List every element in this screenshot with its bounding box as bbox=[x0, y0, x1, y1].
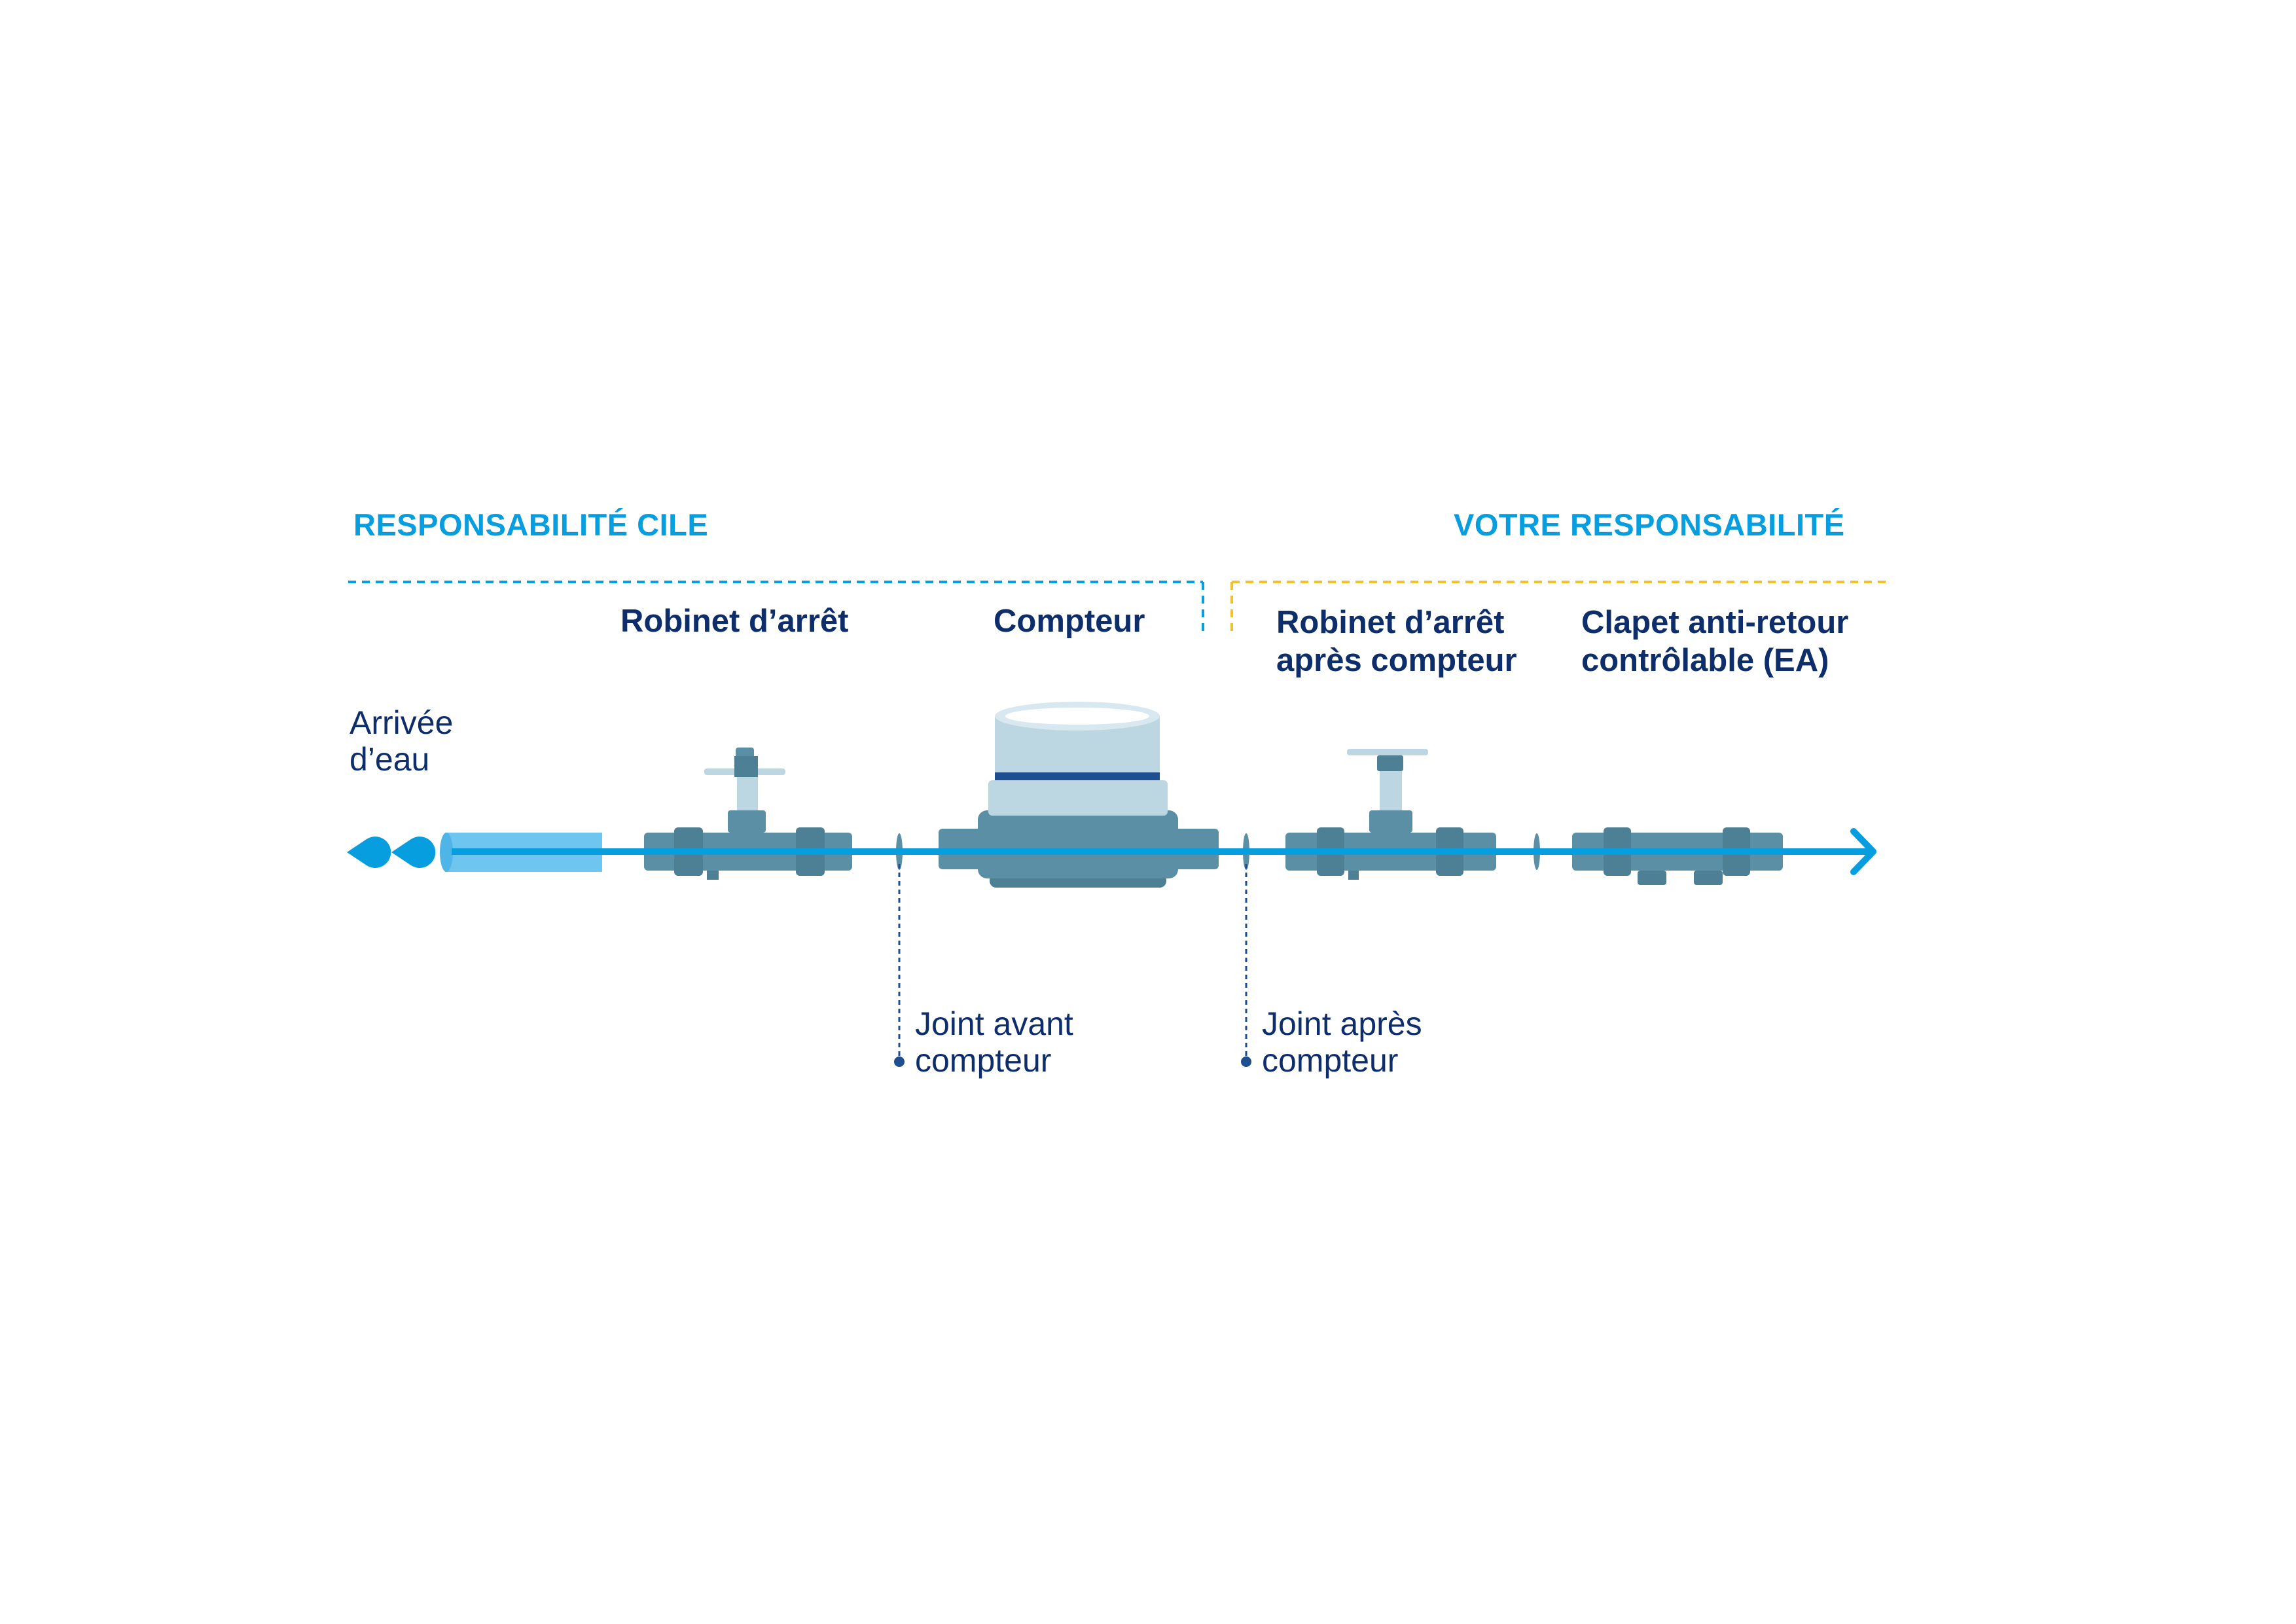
zone-cile-border bbox=[348, 581, 1204, 636]
check-valve bbox=[1572, 827, 1783, 885]
stop-valve-2-label: Robinet d’arrêt après compteur bbox=[1276, 605, 1517, 678]
stop-valve-1 bbox=[644, 748, 852, 880]
check-valve-label: Clapet anti-retour contrôlable (EA) bbox=[1581, 605, 1849, 678]
joint-avant-gasket bbox=[894, 833, 905, 1067]
inlet-label: Arrivée d’eau bbox=[350, 704, 454, 778]
water-drop-icon bbox=[391, 837, 436, 868]
flow-arrow-icon bbox=[452, 828, 1876, 875]
joint-apres-label: Joint après compteur bbox=[1262, 1005, 1422, 1079]
stop-valve-1-label: Robinet d’arrêt bbox=[620, 604, 849, 639]
water-meter bbox=[939, 702, 1219, 888]
joint-avant-label: Joint avant compteur bbox=[915, 1005, 1073, 1079]
joint-apres-gasket bbox=[1241, 833, 1251, 1067]
water-drop-icon bbox=[347, 837, 391, 868]
stop-valve-2 bbox=[1285, 749, 1496, 880]
zone-user-border bbox=[1230, 581, 1886, 636]
water-meter-label: Compteur bbox=[994, 604, 1145, 639]
zone-cile-title: RESPONSABILITÉ CILE bbox=[353, 507, 709, 542]
zone-user-title: VOTRE RESPONSABILITÉ bbox=[1454, 507, 1845, 542]
